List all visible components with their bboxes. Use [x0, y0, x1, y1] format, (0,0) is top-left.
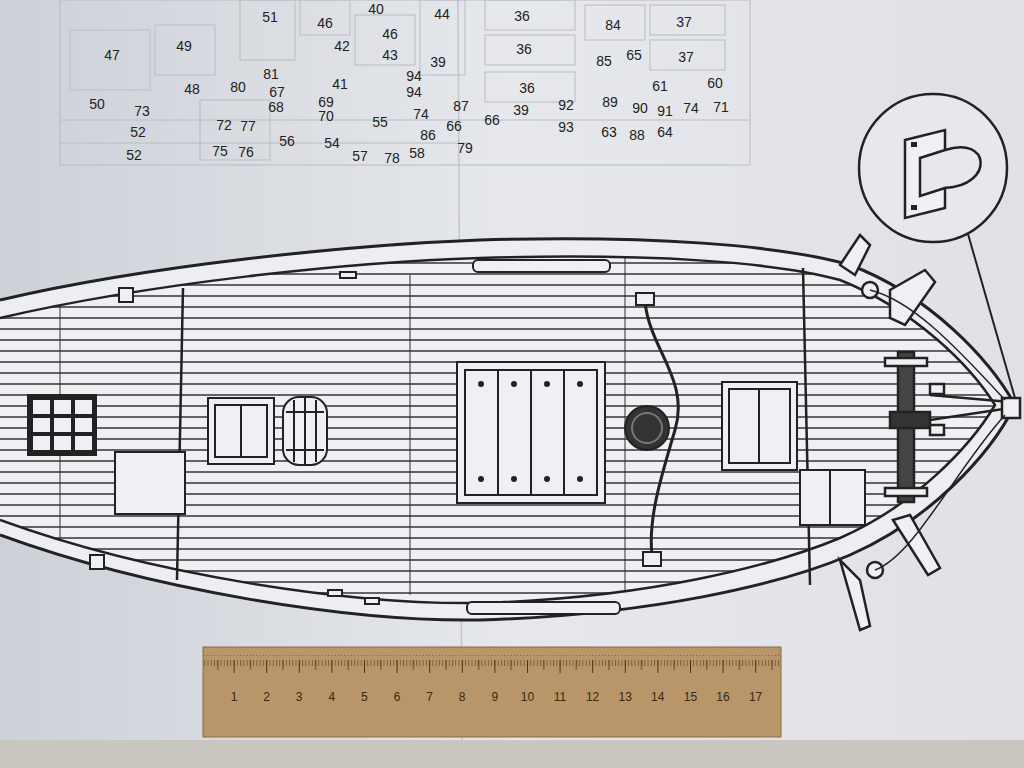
ruler-number: 2 — [263, 691, 270, 703]
bow-gear — [840, 235, 1020, 630]
callout-number: 47 — [104, 48, 120, 62]
ruler-number: 1 — [231, 691, 238, 703]
callout-number: 93 — [558, 120, 574, 134]
callout-number: 75 — [212, 144, 228, 158]
callout-number: 87 — [453, 99, 469, 113]
callout-number: 72 — [216, 118, 232, 132]
callout-number: 49 — [176, 39, 192, 53]
callout-number: 67 — [269, 85, 285, 99]
callout-number: 63 — [601, 125, 617, 139]
callout-number: 44 — [434, 7, 450, 21]
table-edge — [0, 740, 1024, 768]
callout-number: 84 — [605, 18, 621, 32]
ruler-number: 5 — [361, 691, 368, 703]
callout-number: 39 — [513, 103, 529, 117]
callout-number: 48 — [184, 82, 200, 96]
callout-number: 70 — [318, 109, 334, 123]
callout-number: 77 — [240, 119, 256, 133]
callout-number: 43 — [382, 48, 398, 62]
callout-number: 73 — [134, 104, 150, 118]
frames — [177, 268, 810, 585]
ruler — [203, 647, 781, 737]
callout-number: 94 — [406, 69, 422, 83]
ruler-number: 8 — [459, 691, 466, 703]
ruler-number: 14 — [651, 691, 664, 703]
deck-fittings — [28, 260, 865, 614]
callout-number: 42 — [334, 39, 350, 53]
callout-number: 66 — [484, 113, 500, 127]
callout-number: 55 — [372, 115, 388, 129]
ruler-number: 4 — [328, 691, 335, 703]
callout-number: 36 — [519, 81, 535, 95]
callout-number: 56 — [279, 134, 295, 148]
callout-number: 80 — [230, 80, 246, 94]
callout-number: 78 — [384, 151, 400, 165]
ruler-number: 7 — [426, 691, 433, 703]
hull — [0, 239, 1024, 624]
ruler-number: 10 — [521, 691, 534, 703]
callout-number: 92 — [558, 98, 574, 112]
callout-number: 65 — [626, 48, 642, 62]
callout-number: 89 — [602, 95, 618, 109]
detail-callout — [859, 94, 1015, 398]
ruler-number: 13 — [619, 691, 632, 703]
callout-number: 52 — [130, 125, 146, 139]
callout-number: 74 — [683, 101, 699, 115]
callout-number: 51 — [262, 10, 278, 24]
parts-sheet — [60, 0, 750, 165]
callout-number: 61 — [652, 79, 668, 93]
ruler-number: 3 — [296, 691, 303, 703]
callout-number: 90 — [632, 101, 648, 115]
callout-number: 64 — [657, 125, 673, 139]
ruler-number: 17 — [749, 691, 762, 703]
callout-number: 60 — [707, 76, 723, 90]
callout-number: 71 — [713, 100, 729, 114]
callout-number: 41 — [332, 77, 348, 91]
callout-number: 36 — [516, 42, 532, 56]
callout-number: 46 — [317, 16, 333, 30]
ruler-number: 16 — [716, 691, 729, 703]
callout-number: 39 — [430, 55, 446, 69]
callout-number: 40 — [368, 2, 384, 16]
callout-number: 54 — [324, 136, 340, 150]
callout-number: 74 — [413, 107, 429, 121]
callout-number: 46 — [382, 27, 398, 41]
callout-number: 85 — [596, 54, 612, 68]
callout-number: 91 — [657, 104, 673, 118]
callout-number: 52 — [126, 148, 142, 162]
callout-number: 69 — [318, 95, 334, 109]
callout-number: 37 — [676, 15, 692, 29]
ruler-number: 9 — [491, 691, 498, 703]
callout-number: 86 — [420, 128, 436, 142]
callout-number: 66 — [446, 119, 462, 133]
callout-number: 79 — [457, 141, 473, 155]
callout-number: 37 — [678, 50, 694, 64]
callout-number: 36 — [514, 9, 530, 23]
ruler-number: 6 — [394, 691, 401, 703]
callout-number: 68 — [268, 100, 284, 114]
callout-number: 88 — [629, 128, 645, 142]
callout-number: 81 — [263, 67, 279, 81]
ruler-number: 15 — [684, 691, 697, 703]
callout-number: 50 — [89, 97, 105, 111]
callout-number: 94 — [406, 85, 422, 99]
ruler-number: 12 — [586, 691, 599, 703]
ruler-number: 11 — [554, 691, 566, 703]
callout-number: 58 — [409, 146, 425, 160]
callout-number: 57 — [352, 149, 368, 163]
callout-number: 76 — [238, 145, 254, 159]
hatch-bolts — [478, 264, 592, 609]
